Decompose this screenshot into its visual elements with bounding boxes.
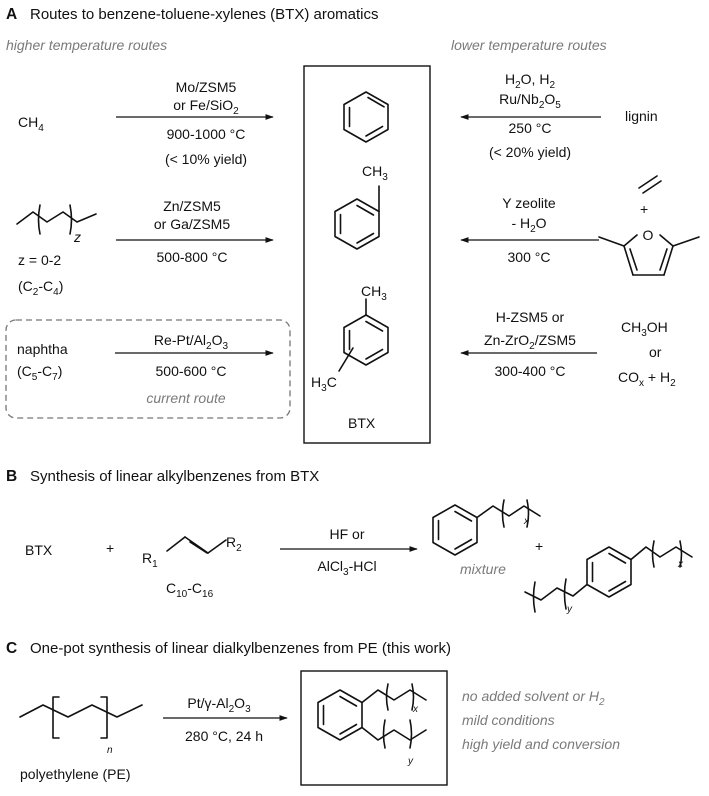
alkane-range: z = 0-2 <box>18 252 61 268</box>
dialkyl-y: y <box>407 756 414 767</box>
alkane-z-label: z <box>73 229 81 245</box>
ethylene-structure <box>638 175 662 194</box>
current-route-box <box>5 319 291 419</box>
polymer-n: n <box>107 745 113 756</box>
alkene-r1: R1 <box>142 550 158 570</box>
xylene-top-methyl: CH3 <box>361 283 387 303</box>
toluene-methyl-label: CH3 <box>362 163 388 183</box>
row1-left-cond3: 900-1000 °C <box>167 126 246 142</box>
alkylbenzene-product-2 <box>524 540 693 613</box>
alkene-structure <box>166 536 227 554</box>
note-mild-conditions: mild conditions <box>462 712 555 728</box>
note-no-solvent: no added solvent or H2 <box>462 688 605 708</box>
btx-reactant: BTX <box>25 542 53 558</box>
naphtha-label: naphtha <box>17 341 68 357</box>
row2-right-cond2: - H2O <box>511 215 546 235</box>
xylene-bottom-methyl: H3C <box>311 374 337 394</box>
row1-right-cond2: Ru/Nb2O5 <box>499 91 561 111</box>
row3-right-cond1: H-ZSM5 or <box>496 309 565 325</box>
row3-left-cond2: 500-600 °C <box>156 363 227 379</box>
alkane-class: (C2-C4) <box>18 278 63 298</box>
note-high-yield: high yield and conversion <box>462 736 620 752</box>
methanol-label: CH3OH <box>621 319 668 339</box>
btx-box <box>303 65 431 444</box>
section-b-plus1: + <box>106 540 114 556</box>
section-b-cond1: HF or <box>330 526 365 542</box>
polyethylene-label: polyethylene (PE) <box>20 766 131 782</box>
row2-left-cond2: or Ga/ZSM5 <box>154 216 230 232</box>
section-b-title: Synthesis of linear alkylbenzenes from B… <box>30 468 319 485</box>
row1-left-cond2: or Fe/SiO2 <box>173 97 239 117</box>
section-b-plus2: + <box>535 538 543 554</box>
polyethylene-structure <box>19 696 143 739</box>
benzene-structure <box>343 91 389 143</box>
section-c-cond2: 280 °C, 24 h <box>185 728 263 744</box>
btx-label: BTX <box>348 415 376 431</box>
alkene-chain-length: C10-C16 <box>166 580 214 600</box>
row1-left-cond4: (< 10% yield) <box>165 151 247 167</box>
row3-left-cond1: Re-Pt/Al2O3 <box>154 332 229 352</box>
product2-y: y <box>566 604 573 615</box>
row1-right-cond3: 250 °C <box>509 120 552 136</box>
row1-left-cond1: Mo/ZSM5 <box>176 79 237 95</box>
row1-right-cond4: (< 20% yield) <box>489 144 571 160</box>
naphtha-class: (C5-C7) <box>17 363 62 383</box>
section-b-cond2: AlCl3-HCl <box>317 558 376 578</box>
ethylene-plus: + <box>640 201 648 217</box>
toluene-structure <box>334 185 380 250</box>
section-c-cond1: Pt/γ-Al2O3 <box>187 695 251 715</box>
xylene-structure <box>338 298 389 372</box>
alkene-r2: R2 <box>226 534 242 554</box>
furan-oxygen: O <box>643 227 654 243</box>
row2-left-cond3: 500-800 °C <box>157 249 228 265</box>
product1-x: x <box>523 516 530 527</box>
section-a-letter: A <box>6 6 17 23</box>
dialkylbenzene-structure <box>317 683 427 749</box>
product2-x: x <box>677 559 684 570</box>
methane-label: CH4 <box>18 114 44 134</box>
row2-left-cond1: Zn/ZSM5 <box>163 198 221 214</box>
methanol-or: or <box>649 344 662 360</box>
syngas-label: COx + H2 <box>618 369 676 389</box>
row2-right-cond1: Y zeolite <box>502 195 556 211</box>
row3-right-cond2: Zn-ZrO2/ZSM5 <box>484 332 576 352</box>
section-c-letter: C <box>6 640 17 657</box>
section-a-title: Routes to benzene-toluene-xylenes (BTX) … <box>30 6 379 23</box>
row3-right-cond3: 300-400 °C <box>495 363 566 379</box>
higher-temp-heading: higher temperature routes <box>6 37 167 53</box>
lignin-label: lignin <box>625 108 658 124</box>
mixture-label: mixture <box>460 561 506 577</box>
row2-right-cond3: 300 °C <box>508 249 551 265</box>
alkylbenzene-product-1 <box>432 499 541 556</box>
lower-temp-heading: lower temperature routes <box>451 37 607 53</box>
row1-right-cond1: H2O, H2 <box>505 71 555 91</box>
current-route-label: current route <box>146 390 226 406</box>
dimethylfuran-structure <box>598 234 700 276</box>
light-alkane-structure <box>16 204 97 235</box>
section-b-letter: B <box>6 468 17 485</box>
section-c-title: One-pot synthesis of linear dialkylbenze… <box>30 640 451 657</box>
dialkyl-x: x <box>412 704 419 715</box>
dialkylbenzene-box <box>300 670 448 786</box>
